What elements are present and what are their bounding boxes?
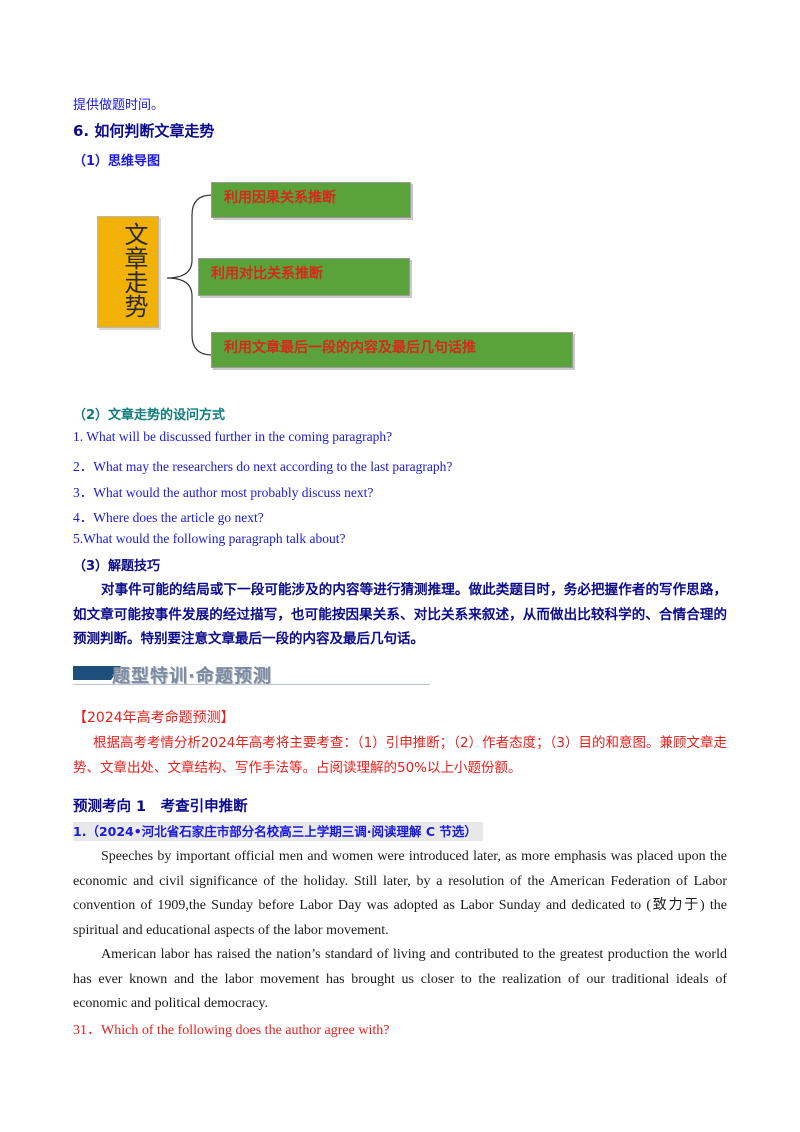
question-form-4: 4．Where does the article go next?	[73, 510, 264, 525]
section-heading: 6. 如何判断文章走势	[73, 122, 215, 140]
mindmap-branch-contrast: 利用对比关系推断	[198, 258, 410, 296]
banner-underline	[73, 684, 430, 685]
mindmap-branch-cause: 利用因果关系推断	[211, 182, 411, 218]
direction-heading: 预测考向 1 考查引申推断	[73, 799, 248, 815]
passage-paragraph-1: Speeches by important official men and w…	[73, 849, 727, 938]
mindmap-center-box	[97, 216, 159, 328]
question-form-5: 5.What would the following paragraph tal…	[73, 531, 346, 546]
question-form-1: 1. What will be discussed further in the…	[73, 429, 393, 444]
mindmap-brace	[166, 194, 213, 356]
subheading-question-forms: （2）文章走势的设问方式	[73, 408, 226, 423]
mindmap-branch-last-paragraph: 利用文章最后一段的内容及最后几句话推	[211, 332, 573, 368]
forecast-body: 根据高考考情分析2024年高考将主要考查：（1）引申推断；（2）作者态度；（3）…	[73, 735, 727, 776]
question-form-2: 2．What may the researchers do next accor…	[73, 459, 453, 474]
banner-bar	[73, 666, 111, 680]
source-label: 1.（2024•河北省石家庄市部分名校高三上学期三调·阅读理解 C 节选）	[73, 822, 483, 841]
question-form-3: 3．What would the author most probably di…	[73, 485, 374, 500]
section-banner: 题型特训·命题预测	[112, 666, 272, 687]
passage-paragraph-2: American labor has raised the nation’s s…	[73, 947, 727, 1011]
tips-paragraph: 对事件可能的结局或下一段可能涉及的内容等进行猜测推理。做此类题目时，务必把握作者…	[73, 582, 727, 647]
subheading-mindmap: （1）思维导图	[73, 154, 161, 169]
intro-line: 提供做题时间。	[73, 98, 165, 113]
banner-triangle	[111, 666, 121, 680]
forecast-title: 【2024年高考命题预测】	[73, 710, 235, 726]
question-31: 31．Which of the following does the autho…	[73, 1023, 390, 1038]
mindmap-center-label: 文章走势	[120, 222, 148, 318]
subheading-tips: （3）解题技巧	[73, 559, 161, 574]
